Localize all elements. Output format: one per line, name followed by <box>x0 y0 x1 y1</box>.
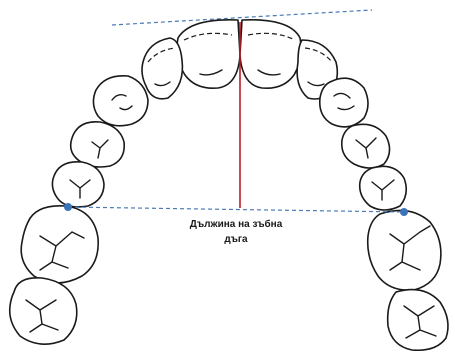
tooth-right-first-molar <box>368 210 441 290</box>
tooth-left-central-incisor <box>177 20 240 88</box>
tooth-left-second-premolar <box>52 162 104 207</box>
left-reference-point <box>64 203 72 211</box>
tooth-right-first-premolar <box>342 124 390 168</box>
tooth-right-central-incisor <box>240 20 301 88</box>
tooth-left-second-molar <box>10 278 77 344</box>
tooth-right-canine <box>320 78 368 127</box>
right-reference-point <box>400 208 408 216</box>
intercanine-reference-line <box>68 207 404 212</box>
tooth-left-lateral-incisor <box>142 38 182 99</box>
tooth-right-second-molar <box>388 290 448 351</box>
tooth-left-first-molar <box>21 206 98 283</box>
tooth-left-first-premolar <box>71 122 125 167</box>
arch-length-caption-line1: Дължина на зъбна <box>190 218 283 230</box>
tooth-left-canine <box>93 76 148 126</box>
tooth-right-second-premolar <box>360 166 407 210</box>
arch-length-caption-line2: дъга <box>224 234 248 245</box>
